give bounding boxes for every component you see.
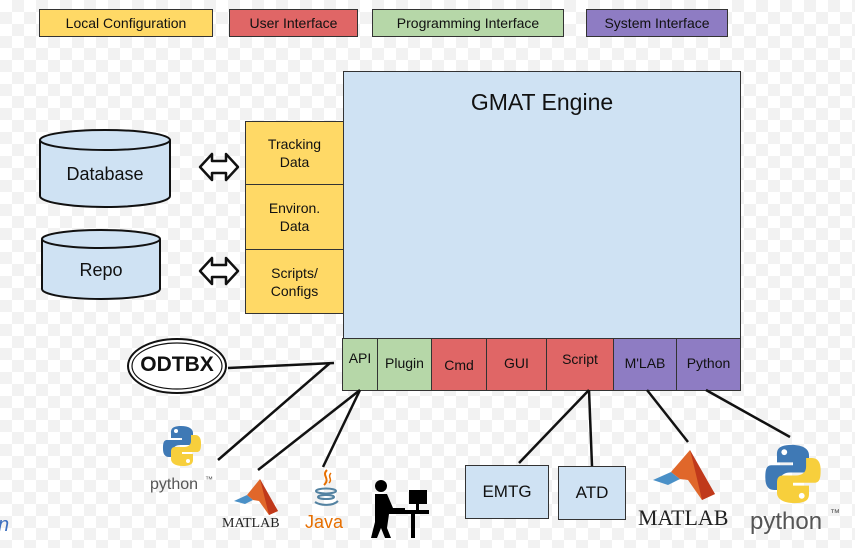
legend-programming-interface: Programming Interface [372, 9, 564, 37]
odtbx-label: ODTBX [140, 353, 214, 376]
emtg-box: EMTG [465, 465, 549, 519]
database-cylinder: Database [38, 128, 172, 210]
scripts-configs-block: Scripts/ Configs [245, 249, 344, 314]
python-small-text: python [150, 476, 199, 493]
repo-cylinder-shape [41, 229, 161, 300]
matlab-logo-icon [652, 448, 716, 502]
interface-script: Script [546, 338, 614, 391]
gmat-engine-box: GMAT Engine [343, 71, 741, 339]
gmat-engine-title: GMAT Engine [470, 89, 614, 115]
python-large-trademark: ™ [830, 508, 840, 519]
python-logo-icon [763, 442, 823, 506]
interface-plugin: Plugin [377, 338, 432, 391]
matlab-logo-icon [233, 477, 279, 517]
odtbx-logo: ODTBX [126, 336, 228, 396]
matlab-large-text: MATLAB [638, 505, 729, 530]
interface-api: API [342, 338, 378, 391]
atd-box: ATD [558, 466, 626, 520]
matlab-small-text: MATLAB [222, 516, 280, 531]
python-small-trademark: ™ [205, 475, 213, 484]
double-arrow-icon [198, 151, 240, 183]
user-at-computer-icon [369, 478, 429, 540]
legend-system-interface: System Interface [586, 9, 728, 37]
database-label: Database [66, 164, 144, 184]
interface-gui: GUI [486, 338, 547, 391]
python-large-text: python [750, 508, 823, 535]
java-text: Java [305, 512, 344, 532]
interface-cmd: Cmd [431, 338, 487, 391]
interface-python: Python [676, 338, 741, 391]
database-cylinder-shape [39, 129, 171, 208]
python-logo-icon [162, 424, 202, 468]
double-arrow-icon [198, 255, 240, 287]
repo-label: Repo [79, 260, 123, 280]
cut-off-text: n [0, 514, 9, 537]
environ-data-block: Environ. Data [245, 184, 344, 250]
tracking-data-block: Tracking Data [245, 121, 344, 185]
repo-cylinder: Repo [40, 228, 162, 302]
legend-local-configuration: Local Configuration [39, 9, 213, 37]
legend-user-interface: User Interface [229, 9, 358, 37]
java-logo-icon [311, 468, 341, 510]
interface-matlab: M'LAB [613, 338, 677, 391]
